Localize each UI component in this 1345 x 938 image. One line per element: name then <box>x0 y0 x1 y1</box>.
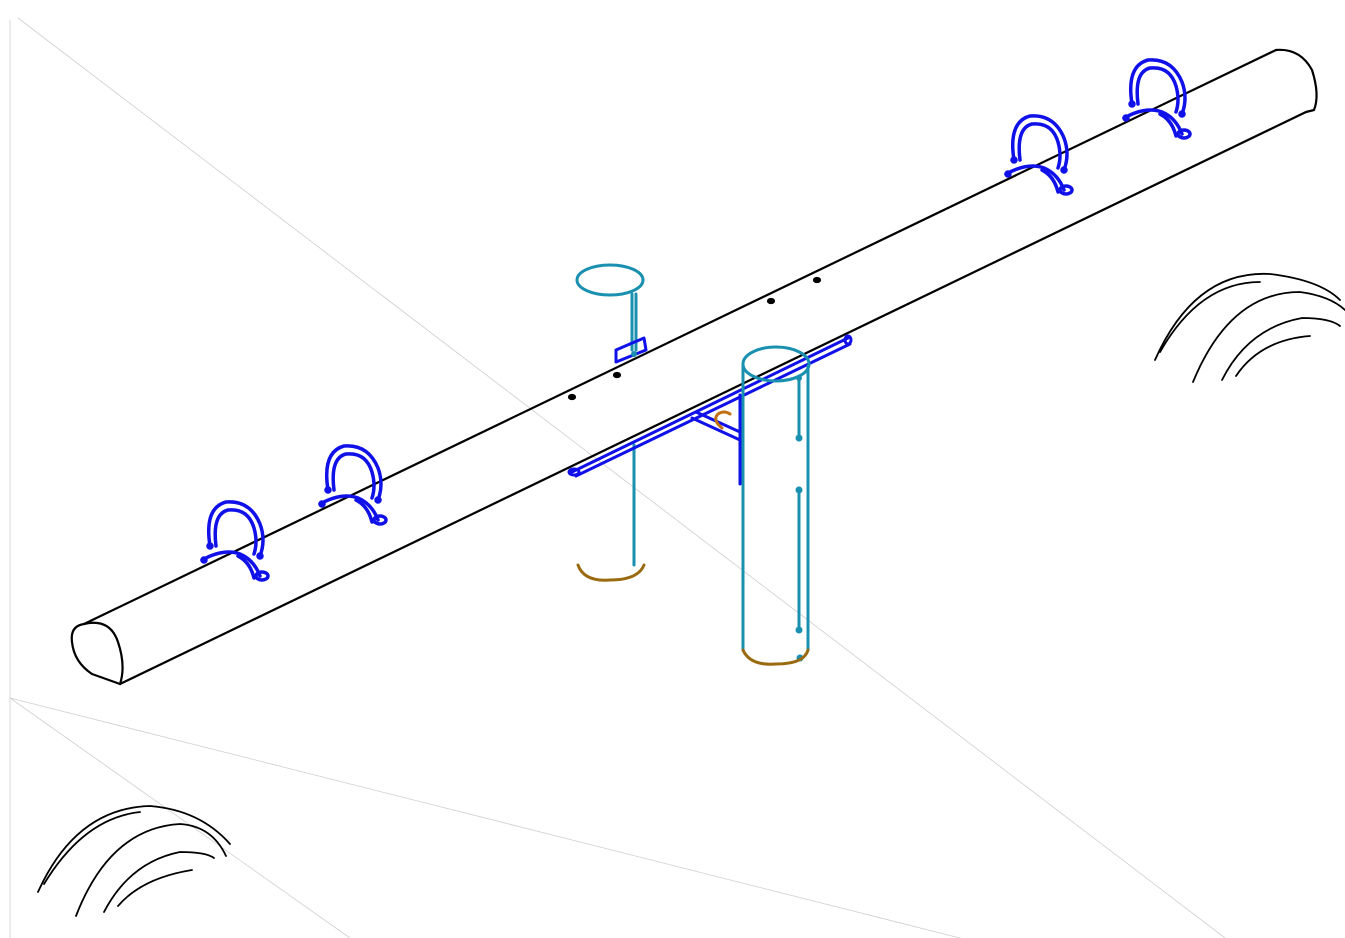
back-post-top <box>575 263 645 297</box>
back-post <box>575 263 645 567</box>
seesaw-handle-2 <box>318 444 388 526</box>
front-post-fasteners <box>795 375 804 662</box>
seesaw-handle-4 <box>1122 58 1192 140</box>
tire-sketch-right <box>1154 273 1345 383</box>
front-post <box>741 345 811 652</box>
tire-sketch-left <box>37 805 231 917</box>
back-post-joint <box>631 351 637 357</box>
front-post-top <box>741 345 811 383</box>
seesaw-beam <box>70 48 1318 686</box>
front-post-base <box>741 648 810 666</box>
back-post-base <box>576 563 646 582</box>
seesaw-handle-3 <box>1004 114 1074 196</box>
pivot-bearing <box>714 410 732 430</box>
ground-guide-lines <box>9 17 1226 938</box>
